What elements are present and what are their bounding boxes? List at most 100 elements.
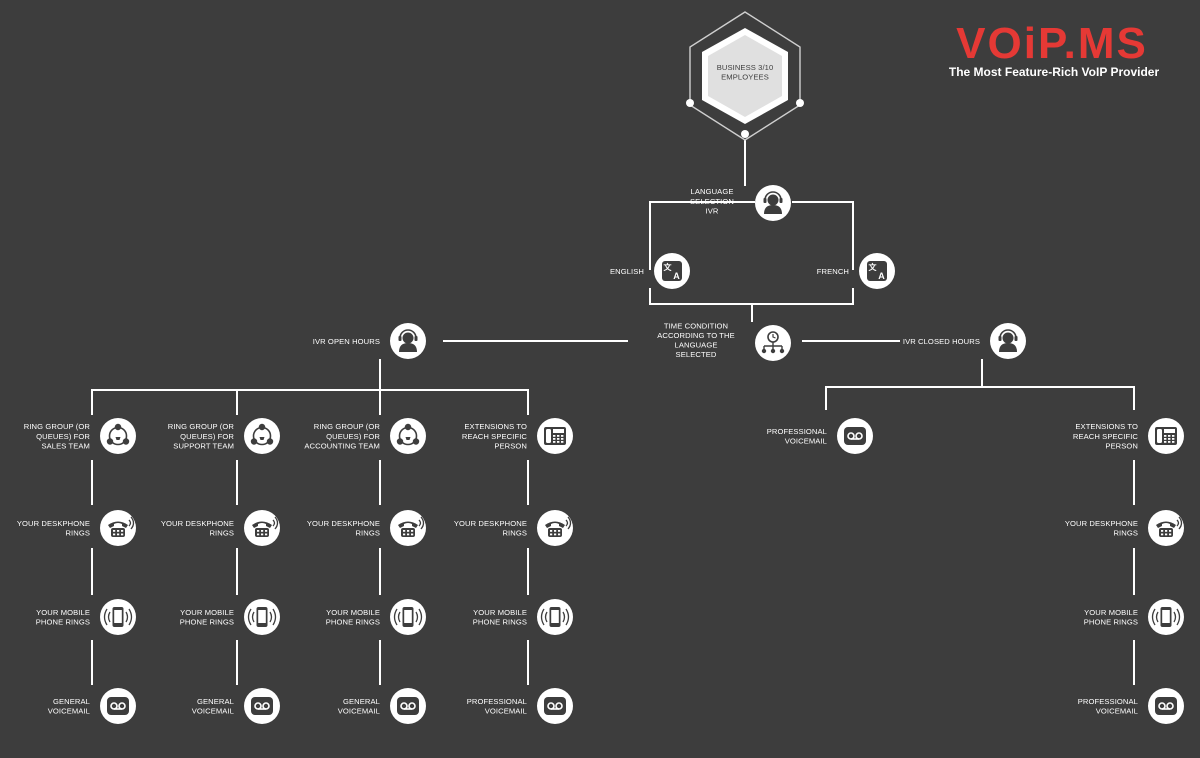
- ringing-mobile-icon: [393, 607, 423, 627]
- node-label: RINGS: [209, 529, 234, 538]
- translate-icon: 文A: [662, 261, 682, 281]
- voicemail-icon: [107, 697, 129, 715]
- headset-agent-icon: [998, 329, 1018, 352]
- open-hours-step-node: [537, 418, 573, 454]
- closed-hours-step-node: [1148, 418, 1184, 454]
- node-label: IVR: [706, 206, 719, 215]
- hexagon-dot: [741, 130, 749, 138]
- connector-line: [649, 201, 755, 270]
- open-hours-step-node: [100, 510, 136, 546]
- connector-line: [792, 201, 854, 270]
- node-label: GENERAL: [197, 697, 234, 706]
- hexagon-dot: [686, 99, 694, 107]
- root-label: BUSINESS 3/10: [717, 63, 774, 72]
- node-label: GENERAL: [343, 697, 380, 706]
- translate-icon: 文A: [867, 261, 887, 281]
- ringing-deskphone-icon: [545, 516, 572, 537]
- node-label: PHONE RINGS: [1084, 618, 1138, 627]
- node-label: EXTENSIONS TO: [1075, 422, 1138, 431]
- closed-hours-step-node: [1148, 599, 1184, 635]
- open-hours-step-node: [537, 599, 573, 635]
- node-label: PERSON: [494, 441, 527, 450]
- node-label: SALES TEAM: [41, 441, 90, 450]
- node-label: LANGUAGE: [691, 187, 734, 196]
- open-hours-step-node: [390, 418, 426, 454]
- svg-text:A: A: [673, 271, 680, 281]
- voicemail-icon: [844, 427, 866, 445]
- clock-tree-icon: [761, 331, 785, 354]
- closed-hours-step-node: [1148, 688, 1184, 724]
- brand-logo: VOiP.MS The Most Feature-Rich VoIP Provi…: [949, 19, 1160, 79]
- node-label: RINGS: [355, 529, 380, 538]
- open-hours-step-node: [537, 510, 573, 546]
- ringing-mobile-icon: [247, 607, 277, 627]
- ring-group-icon: [106, 423, 130, 446]
- node-label: VOICEMAIL: [485, 707, 527, 716]
- node-label: VOICEMAIL: [1096, 707, 1138, 716]
- root-label: EMPLOYEES: [721, 73, 769, 82]
- node-label: PHONE RINGS: [473, 618, 527, 627]
- ringing-deskphone-icon: [1156, 516, 1183, 537]
- brand-tagline: The Most Feature-Rich VoIP Provider: [949, 65, 1160, 79]
- node-circle: [244, 418, 280, 454]
- node-label: IVR OPEN HOURS: [313, 337, 380, 346]
- node-label: VOICEMAIL: [338, 707, 380, 716]
- node-label: PROFESSIONAL: [1078, 697, 1138, 706]
- office-phone-icon: [1155, 427, 1177, 445]
- node-circle: [390, 418, 426, 454]
- headset-agent-icon: [763, 191, 783, 214]
- node-label: REACH SPECIFIC: [1073, 432, 1139, 441]
- open-hours-step-node: [244, 688, 280, 724]
- ring-group-icon: [250, 423, 274, 446]
- node-label: EXTENSIONS TO: [464, 422, 527, 431]
- english-node: 文A: [654, 253, 690, 289]
- open-hours-step-node: [100, 688, 136, 724]
- connector-lines: [91, 140, 1135, 685]
- node-label: PHONE RINGS: [36, 618, 90, 627]
- node-label: FRENCH: [817, 267, 849, 276]
- node-label: YOUR MOBILE: [180, 608, 234, 617]
- open-hours-step-node: [244, 510, 280, 546]
- ringing-deskphone-icon: [108, 516, 135, 537]
- connector-line: [825, 386, 1135, 410]
- french-node: 文A: [859, 253, 895, 289]
- node-label: ACCORDING TO THE: [657, 331, 735, 340]
- ivr-open-hours-node: [390, 323, 426, 359]
- voicemail-icon: [544, 697, 566, 715]
- node-label: RINGS: [1113, 529, 1138, 538]
- node-label: PROFESSIONAL: [467, 697, 527, 706]
- hexagon-outline: [689, 11, 801, 141]
- node-label: SELECTION: [690, 197, 734, 206]
- node-label: YOUR MOBILE: [1084, 608, 1138, 617]
- closed-hours-voicemail-node: [837, 418, 873, 454]
- node-label: RING GROUP (OR: [24, 422, 91, 431]
- open-hours-step-node: [390, 688, 426, 724]
- node-label: QUEUES) FOR: [326, 432, 380, 441]
- voicemail-icon: [251, 697, 273, 715]
- svg-text:A: A: [878, 271, 885, 281]
- node-label: RING GROUP (OR: [314, 422, 381, 431]
- open-hours-step-node: [390, 599, 426, 635]
- diagram-nodes: BUSINESS 3/10EMPLOYEESLANGUAGESELECTIONI…: [17, 11, 1184, 724]
- node-label: VOICEMAIL: [192, 707, 234, 716]
- node-label: IVR CLOSED HOURS: [903, 337, 980, 346]
- open-hours-step-node: [537, 688, 573, 724]
- connector-line: [91, 389, 529, 415]
- node-label: YOUR MOBILE: [36, 608, 90, 617]
- node-label: REACH SPECIFIC: [462, 432, 528, 441]
- node-label: LANGUAGE: [675, 341, 718, 350]
- language-ivr-node: [755, 185, 791, 221]
- open-hours-step-node: [390, 510, 426, 546]
- ringing-deskphone-icon: [252, 516, 279, 537]
- node-label: RINGS: [65, 529, 90, 538]
- time-condition-node: [755, 325, 791, 361]
- node-label: TIME CONDITION: [664, 321, 728, 330]
- open-hours-step-node: [244, 599, 280, 635]
- node-label: YOUR MOBILE: [326, 608, 380, 617]
- node-label: YOUR DESKPHONE: [307, 519, 380, 528]
- office-phone-icon: [544, 427, 566, 445]
- open-hours-step-node: [244, 418, 280, 454]
